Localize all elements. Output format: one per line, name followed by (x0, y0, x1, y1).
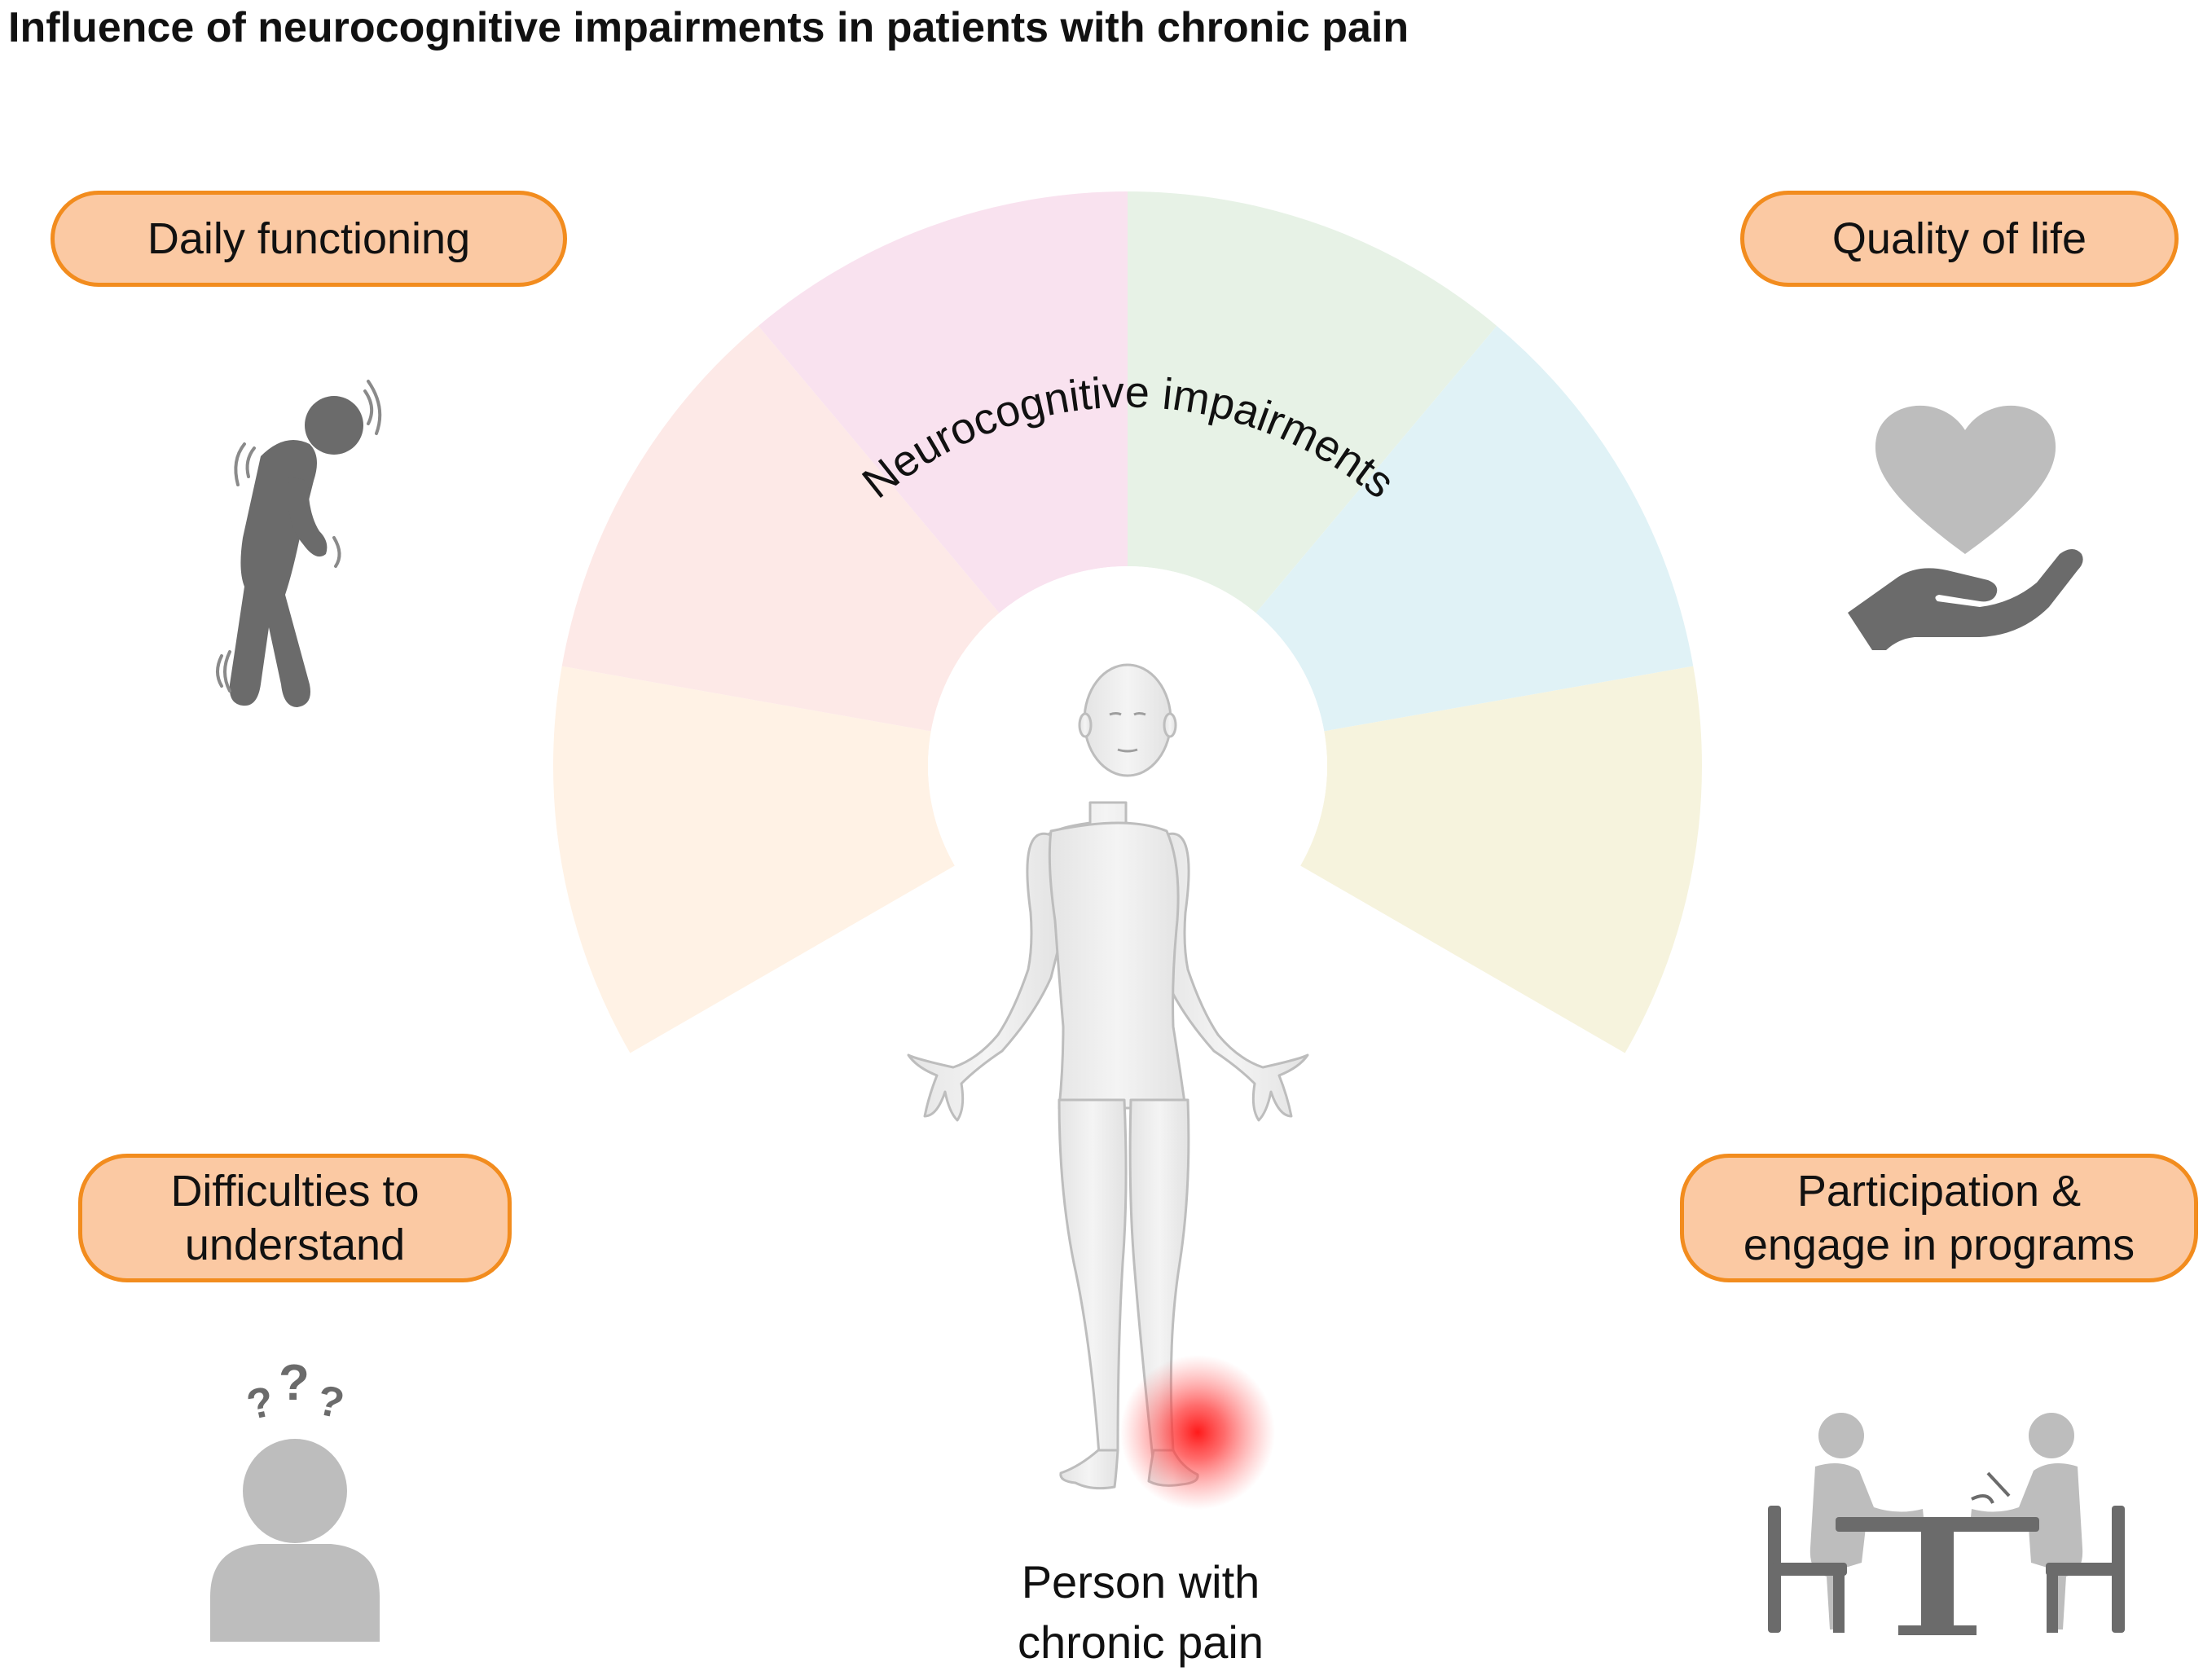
figure-title: Influence of neurocognitive impairments … (8, 4, 1409, 51)
quality-of-life-label: Quality of life (1831, 214, 2087, 263)
svg-text:?: ? (279, 1355, 310, 1411)
impairment-segment-1 (553, 666, 955, 1053)
impairment-segment-5 (1255, 325, 1694, 732)
neurocognitive-impairment-segments (553, 191, 1702, 1053)
participation-pill: Participation & engage in programs (1680, 1154, 2198, 1282)
difficulties-pill: Difficulties to understand (78, 1154, 512, 1282)
svg-text:?: ? (313, 1376, 348, 1427)
svg-text:?: ? (243, 1378, 278, 1429)
impairment-segment-6 (1300, 666, 1702, 1053)
person-label: Person with chronic pain (937, 1552, 1344, 1673)
person-label-line2: chronic pain (1018, 1616, 1264, 1668)
impairment-segment-3 (758, 191, 1128, 614)
participation-label-line1: Participation & (1796, 1167, 2082, 1216)
daily-functioning-pill: Daily functioning (51, 191, 567, 287)
impairment-segment-4 (1128, 191, 1497, 614)
face-details (1109, 712, 1146, 753)
human-body-figure (907, 663, 1309, 1490)
confused-person-icon: ? ? ? (210, 1355, 380, 1642)
stooped-person-icon (216, 380, 382, 707)
participation-label-line2: engage in programs (1743, 1220, 2135, 1269)
heart-in-hand-icon (1848, 405, 2083, 650)
daily-functioning-label: Daily functioning (147, 214, 471, 263)
person-label-line1: Person with (1021, 1556, 1260, 1607)
meeting-at-table-icon (1768, 1413, 2125, 1635)
quality-of-life-pill: Quality of life (1740, 191, 2179, 287)
impairment-segment-2 (561, 325, 1000, 732)
difficulties-label-line1: Difficulties to (170, 1167, 420, 1216)
pain-spot (1120, 1355, 1275, 1510)
difficulties-label-line2: understand (184, 1220, 406, 1269)
